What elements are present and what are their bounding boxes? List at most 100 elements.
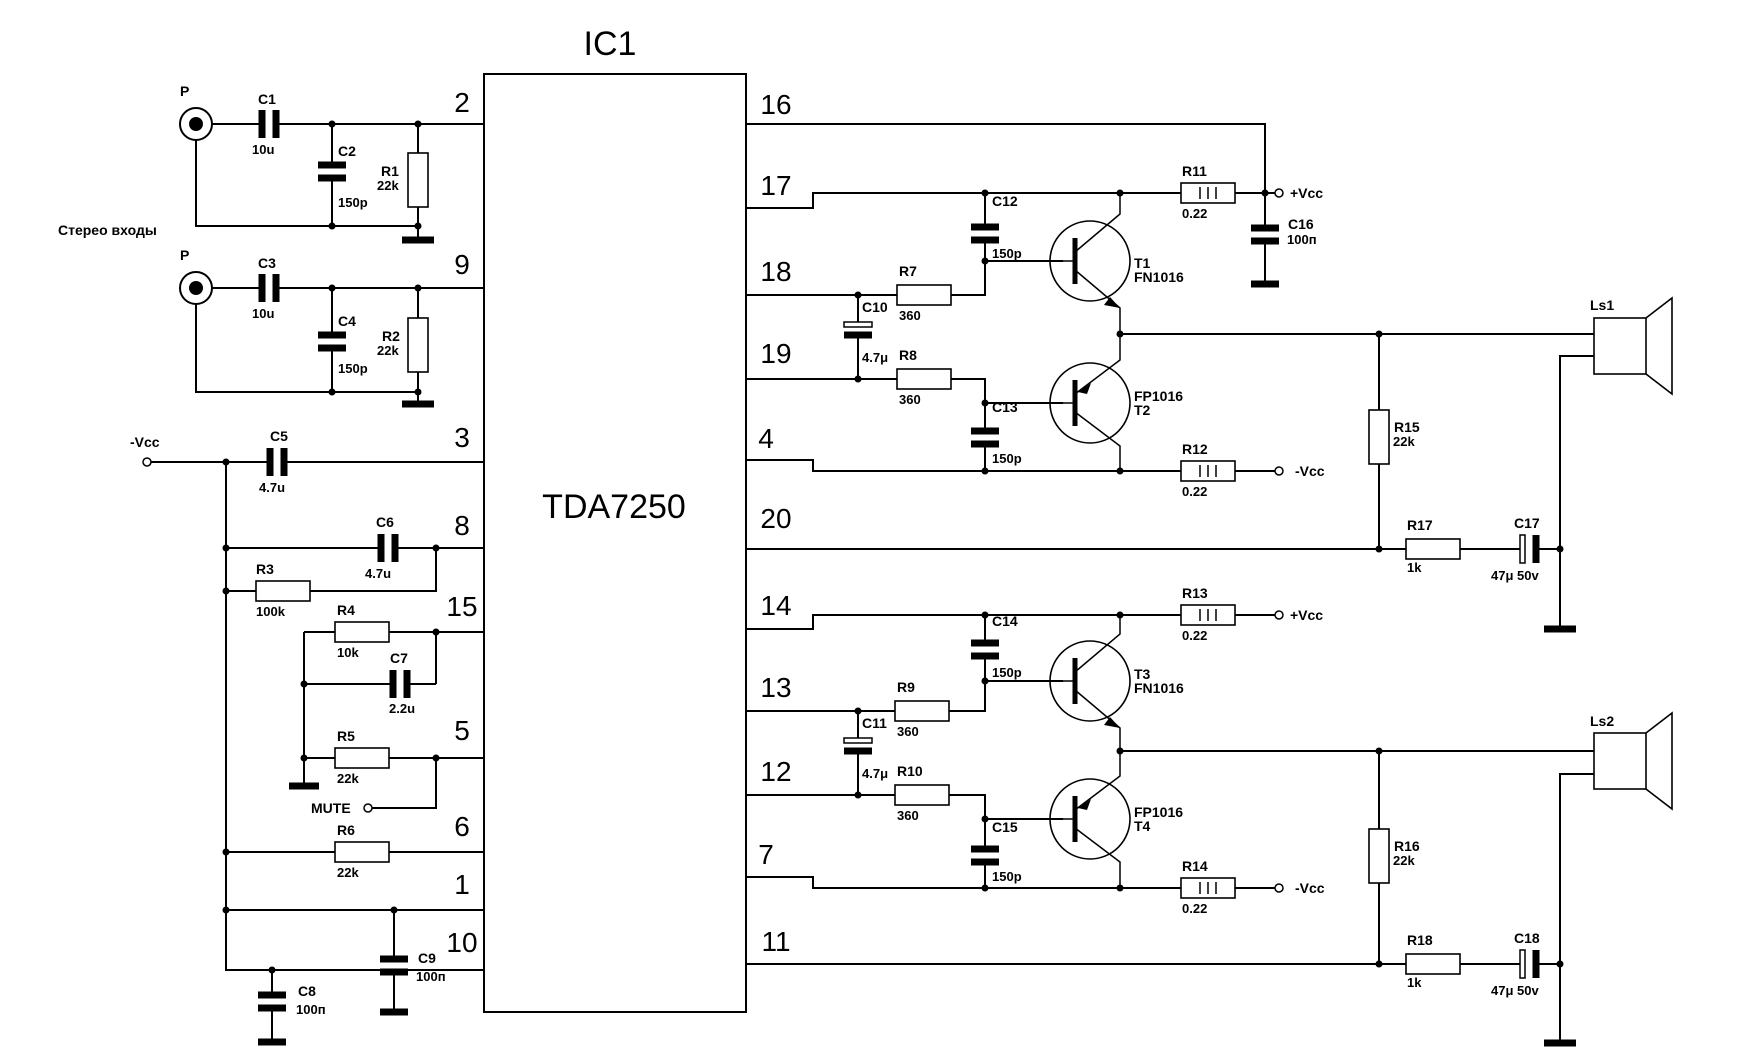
r2-ref: R2: [382, 328, 400, 344]
wire-pin4: [746, 459, 1181, 472]
wire-r7: [746, 260, 1063, 296]
r16-body: [1368, 828, 1390, 884]
c16-ref: C16: [1288, 216, 1314, 232]
wire-left-rail: [225, 462, 484, 971]
output-channel-1: R11 0.22 +Vcc C16 100п C12 150p R7 360 C…: [746, 123, 1673, 633]
wire-r8: [746, 378, 1063, 404]
ls1-magnet: [1593, 317, 1647, 375]
r16-ref: R16: [1394, 838, 1420, 854]
junction: [1116, 467, 1124, 475]
input-jack-2-label: P: [180, 247, 189, 263]
r15-value: 22k: [1393, 434, 1415, 449]
r6-ref: R6: [337, 822, 355, 838]
terminal-minus-vcc-2: [1274, 883, 1284, 893]
r10-value: 360: [897, 808, 919, 823]
r5-ref: R5: [337, 728, 355, 744]
r1-value: 22k: [377, 178, 399, 193]
c2-ref: C2: [338, 143, 356, 159]
junction: [1116, 884, 1124, 892]
wire-in1-return: [195, 140, 418, 227]
wire-mute: [372, 758, 437, 809]
junction: [854, 707, 862, 715]
junction: [328, 388, 336, 396]
c11-ref: C11: [862, 715, 887, 731]
output-channel-2: R13 0.22 +Vcc C14 150p R9 360 C11 4.7μ R…: [746, 585, 1673, 1047]
c17-value: 47μ 50v: [1491, 568, 1539, 583]
t3-value: FN1016: [1134, 680, 1184, 696]
r3-value: 100k: [256, 604, 286, 619]
pin-6: 6: [454, 811, 470, 842]
r8-ref: R8: [899, 347, 917, 363]
wire-pin17: [746, 192, 1181, 209]
c18-value: 47μ 50v: [1491, 983, 1539, 998]
junction: [981, 399, 989, 407]
junction: [1375, 747, 1383, 755]
r12-marks: [1199, 465, 1217, 477]
r13-ref: R13: [1182, 585, 1208, 601]
c5-ref: C5: [270, 428, 288, 444]
c9-ref: C9: [418, 950, 436, 966]
terminal-plus-vcc-2: [1274, 610, 1284, 620]
t4-ref: T4: [1134, 818, 1151, 834]
ic1-left-pins: 2 9 3 8 15 5 6 1 10: [446, 87, 477, 958]
r10-body: [894, 784, 950, 806]
c10-ref: C10: [862, 299, 888, 315]
c2-value: 150p: [338, 195, 368, 210]
net-label-mute: MUTE: [311, 800, 351, 816]
r4-body: [334, 621, 390, 643]
c5-value: 4.7u: [259, 480, 285, 495]
pin-19: 19: [760, 338, 791, 369]
ls2-cone: [1645, 711, 1673, 811]
transistor-t1: T1 FN1016: [1049, 193, 1184, 334]
r11-marks: [1199, 187, 1217, 199]
c3-value: 10u: [252, 306, 274, 321]
pin-4: 4: [758, 423, 774, 454]
junction: [414, 222, 422, 230]
junction: [1116, 189, 1124, 197]
r9-ref: R9: [897, 679, 915, 695]
junction: [222, 906, 230, 914]
r16-value: 22k: [1393, 853, 1415, 868]
r9-body: [894, 700, 950, 722]
junction: [981, 611, 989, 619]
junction: [981, 815, 989, 823]
r1-body: [407, 152, 429, 208]
c7-ref: C7: [390, 650, 408, 666]
junction: [1116, 611, 1124, 619]
c3-ref: C3: [258, 255, 276, 271]
r6-body: [334, 841, 390, 863]
c8-ref: C8: [298, 983, 316, 999]
pin-11: 11: [761, 926, 790, 957]
t3-envelope: [1049, 640, 1131, 722]
junction: [222, 458, 230, 466]
r18-value: 1k: [1407, 975, 1422, 990]
junction: [981, 257, 989, 265]
junction: [432, 544, 440, 552]
c12-value: 150p: [992, 246, 1022, 261]
wire-ls1-return: [1559, 355, 1594, 628]
pin-17: 17: [760, 170, 791, 201]
junction: [268, 966, 276, 974]
junction: [981, 467, 989, 475]
c8-value: 100п: [296, 1002, 326, 1017]
pin-18: 18: [760, 256, 791, 287]
transistor-t2: FP1016 T2: [1049, 334, 1183, 471]
t3-ref: T3: [1134, 666, 1151, 682]
c17-plate-a: [1519, 534, 1526, 564]
r5-value: 22k: [337, 771, 359, 786]
junction: [1261, 189, 1269, 197]
junction: [328, 120, 336, 128]
stereo-inputs-caption: Стерео входы: [58, 222, 157, 238]
t2-envelope: [1049, 362, 1131, 444]
net-label-minus-vcc-2: -Vcc: [1295, 880, 1325, 896]
r1-ref: R1: [381, 163, 399, 179]
terminal-minus-vcc-1: [1274, 466, 1284, 476]
ic1-title: IC1: [584, 25, 637, 63]
junction: [981, 677, 989, 685]
t4-value: FP1016: [1134, 804, 1183, 820]
ic1-body: [483, 73, 747, 1013]
pin-16: 16: [760, 89, 791, 120]
r14-ref: R14: [1182, 858, 1208, 874]
junction: [328, 284, 336, 292]
